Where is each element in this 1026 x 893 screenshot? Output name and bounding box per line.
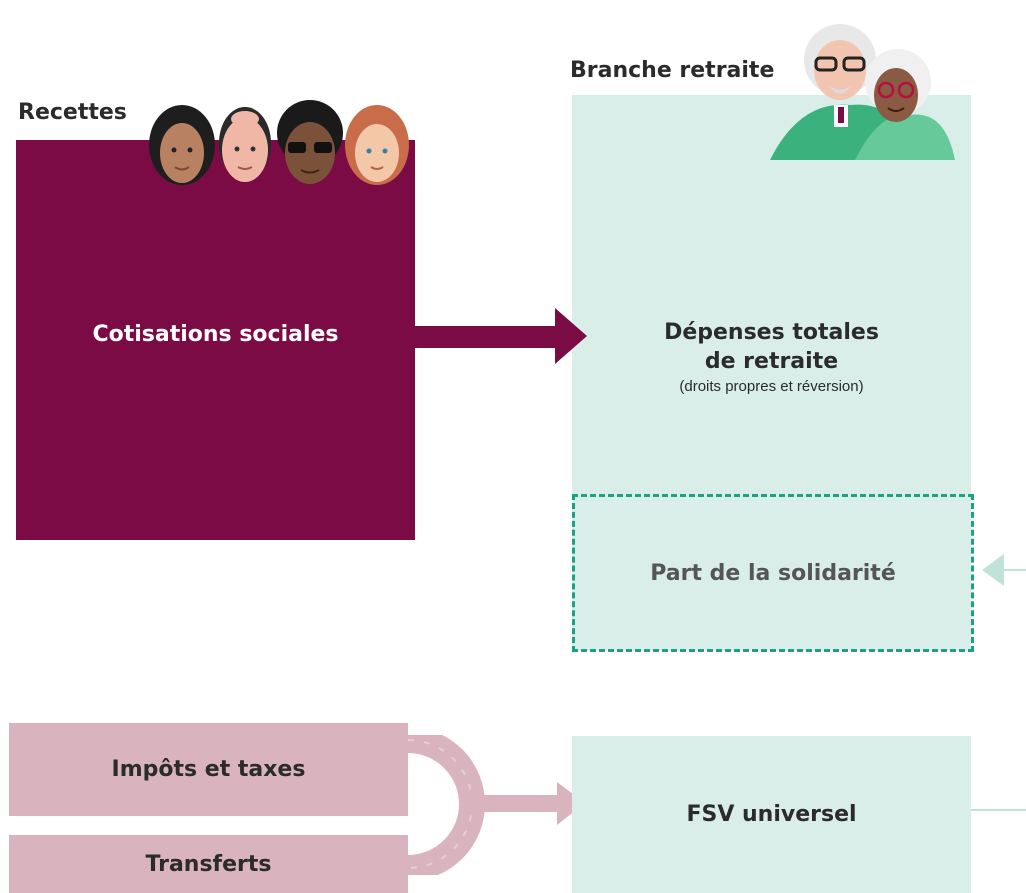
fsv-universel-box: FSV universel bbox=[572, 736, 971, 893]
workers-illustration bbox=[149, 100, 409, 185]
recettes-heading: Recettes bbox=[18, 100, 127, 125]
depenses-block: Dépenses totales de retraite (droits pro… bbox=[572, 318, 971, 395]
sources-connector bbox=[407, 735, 585, 875]
cotisations-sociales-label: Cotisations sociales bbox=[92, 321, 339, 347]
person-face-icon bbox=[149, 105, 215, 185]
person-face-icon bbox=[219, 107, 271, 182]
fsv-universel-label: FSV universel bbox=[686, 802, 857, 827]
elderly-couple-icon bbox=[770, 24, 955, 160]
depenses-title-line2: de retraite bbox=[704, 349, 839, 374]
solidarite-label: Part de la solidarité bbox=[650, 560, 896, 586]
transferts-box: Transferts bbox=[9, 835, 408, 893]
impots-taxes-label: Impôts et taxes bbox=[111, 757, 306, 782]
depenses-subtitle: (droits propres et réversion) bbox=[679, 378, 864, 395]
fsv-outgoing-line bbox=[971, 809, 1026, 811]
cotisations-to-depenses-arrow bbox=[415, 308, 587, 364]
branche-retraite-heading: Branche retraite bbox=[570, 58, 775, 83]
branche-retraite-box bbox=[572, 95, 971, 650]
impots-taxes-box: Impôts et taxes bbox=[9, 723, 408, 816]
solidarite-incoming-arrow bbox=[982, 554, 1026, 586]
person-face-icon bbox=[277, 100, 343, 184]
transferts-label: Transferts bbox=[145, 851, 272, 877]
recettes-box: Cotisations sociales bbox=[16, 140, 415, 540]
person-face-icon bbox=[345, 105, 409, 185]
depenses-title-line1: Dépenses totales bbox=[664, 320, 879, 345]
solidarite-box: Part de la solidarité bbox=[572, 494, 974, 652]
